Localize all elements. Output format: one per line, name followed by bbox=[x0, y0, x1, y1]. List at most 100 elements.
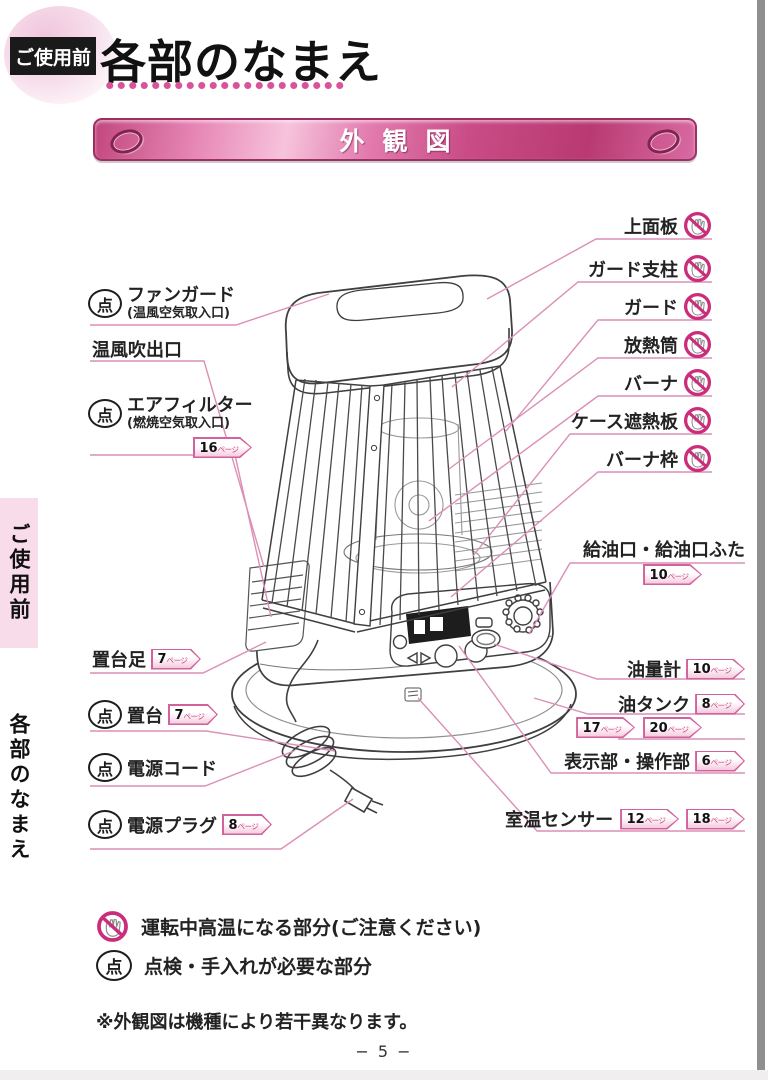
sidebar-section-label: 各部のなまえ bbox=[7, 713, 31, 863]
banner-title: 外観図 bbox=[339, 126, 469, 156]
page-bottom-strip bbox=[0, 1070, 768, 1080]
part-label: 電源プラグ bbox=[127, 815, 217, 837]
part-label: バーナ枠 bbox=[606, 449, 678, 471]
page-badge: 20ページ bbox=[643, 717, 702, 738]
page-number: 7 bbox=[174, 707, 184, 723]
part-label: 置台足 bbox=[92, 650, 146, 671]
label-warm-air-outlet: 温風吹出口 bbox=[92, 336, 182, 362]
part-label: 油量計 bbox=[627, 660, 682, 681]
point-symbol: 点 bbox=[96, 816, 113, 836]
label-guard-post: ガード支柱 bbox=[588, 254, 712, 283]
label-oil-gauge: 油量計 10ページ bbox=[627, 656, 745, 682]
page-badge: 7ページ bbox=[168, 704, 218, 725]
do-not-touch-icon bbox=[97, 911, 128, 942]
part-label: 給油口・給油口ふた bbox=[583, 540, 745, 561]
label-radiant-cylinder: 放熱筒 bbox=[624, 330, 712, 359]
label-power-cord: 点 電源コード bbox=[88, 753, 217, 782]
inspection-point-icon: 点 bbox=[88, 289, 122, 319]
label-case-heat-shield: ケース遮熱板 bbox=[571, 406, 712, 435]
page-number: 12 bbox=[626, 812, 645, 827]
footnote: ※外観図は機種により若干異なります。 bbox=[96, 1012, 418, 1033]
page-unit: ページ bbox=[183, 711, 205, 721]
page-badge: 6ページ bbox=[695, 750, 745, 772]
part-label: ガード支柱 bbox=[588, 259, 678, 281]
page-badge: 10ページ bbox=[686, 658, 745, 680]
part-label: エアフィルター bbox=[127, 395, 253, 416]
page-number: 10 bbox=[692, 662, 711, 677]
page-unit: ページ bbox=[667, 571, 689, 581]
label-air-filter: 点 エアフィルター(燃焼空気取入口) bbox=[88, 395, 253, 432]
page-number: − 5 − bbox=[355, 1042, 413, 1061]
label-burner: バーナ bbox=[624, 368, 712, 397]
label-guard: ガード bbox=[624, 292, 712, 321]
legend-hot-parts: 運転中高温になる部分(ご注意ください) bbox=[96, 910, 481, 943]
part-label: ガード bbox=[624, 297, 678, 319]
page-badge: 18ページ bbox=[686, 808, 745, 830]
page-badge: 7ページ bbox=[151, 648, 201, 670]
page-number: 7 bbox=[157, 652, 167, 667]
label-display-panel: 表示部・操作部 6ページ bbox=[564, 748, 745, 774]
point-symbol: 点 bbox=[96, 706, 113, 726]
rivet-icon bbox=[644, 125, 683, 158]
page-unit: ページ bbox=[217, 444, 239, 454]
do-not-touch-icon bbox=[683, 211, 712, 240]
page-number: 16 bbox=[199, 440, 218, 456]
label-power-plug: 点 電源プラグ 8ページ bbox=[88, 810, 272, 839]
inspection-point-icon: 点 bbox=[88, 700, 122, 729]
section-banner: 外観図 bbox=[93, 118, 697, 161]
label-stand: 点 置台 7ページ bbox=[88, 700, 218, 729]
inspection-point-icon: 点 bbox=[96, 950, 132, 981]
page-number: 6 bbox=[701, 754, 711, 769]
part-label: 温風吹出口 bbox=[92, 340, 182, 361]
do-not-touch-icon bbox=[683, 330, 712, 359]
part-label: 油タンク bbox=[618, 695, 691, 716]
page-number: 8 bbox=[228, 817, 238, 833]
page-number: 10 bbox=[649, 567, 668, 583]
point-symbol: 点 bbox=[105, 958, 123, 978]
page-unit: ページ bbox=[166, 656, 188, 665]
sidebar-tab-label: ご使用前 bbox=[7, 523, 31, 623]
point-symbol: 点 bbox=[96, 295, 113, 315]
part-label: バーナ bbox=[624, 373, 678, 395]
page-badge: 10ページ bbox=[643, 564, 702, 585]
label-oil-tank: 油タンク 8ページ bbox=[618, 691, 745, 717]
do-not-touch-icon bbox=[683, 368, 712, 397]
label-top-plate: 上面板 bbox=[624, 211, 712, 240]
point-symbol: 点 bbox=[96, 759, 113, 779]
page-unit: ページ bbox=[710, 758, 732, 767]
page-edge-bar bbox=[757, 0, 765, 1080]
legend-text: 点検・手入れが必要な部分 bbox=[144, 956, 373, 978]
part-label: ケース遮熱板 bbox=[570, 411, 678, 433]
oil-tank-page-row: 17ページ 20ページ bbox=[576, 717, 702, 738]
do-not-touch-icon bbox=[683, 444, 712, 473]
page-unit: ページ bbox=[600, 724, 622, 734]
page-badge: 8ページ bbox=[695, 693, 745, 715]
label-burner-frame: バーナ枠 bbox=[606, 444, 712, 473]
part-label: 表示部・操作部 bbox=[564, 752, 691, 773]
part-sublabel: (燃焼空気取入口) bbox=[127, 415, 230, 431]
page-unit: ページ bbox=[667, 724, 689, 734]
label-room-sensor: 室温センサー 12ページ 18ページ bbox=[505, 806, 745, 832]
page-unit: ページ bbox=[644, 816, 666, 825]
label-stand-foot: 置台足 7ページ bbox=[92, 646, 201, 672]
page-number: 8 bbox=[701, 697, 711, 712]
page-badge: 8ページ bbox=[222, 814, 272, 835]
legend-inspection-parts: 点 点検・手入れが必要な部分 bbox=[96, 950, 372, 981]
page-unit: ページ bbox=[710, 816, 732, 825]
page-badge: 16ページ bbox=[193, 437, 252, 458]
rivet-icon bbox=[107, 125, 146, 158]
page-badge: 17ページ bbox=[576, 717, 636, 738]
page-unit: ページ bbox=[237, 821, 259, 831]
part-label: 室温センサー bbox=[505, 810, 614, 831]
page-title: 各部のなまえ bbox=[100, 35, 382, 89]
part-label: 置台 bbox=[127, 705, 163, 727]
part-label: 上面板 bbox=[624, 216, 678, 238]
section-tab: ご使用前 bbox=[10, 37, 96, 75]
do-not-touch-icon bbox=[683, 254, 712, 283]
part-sublabel: (温風空気取入口) bbox=[127, 305, 230, 321]
label-fan-guard: 点 ファンガード(温風空気取入口) bbox=[88, 285, 235, 322]
air-filter-page-row: 16ページ bbox=[193, 437, 252, 458]
point-symbol: 点 bbox=[96, 405, 113, 425]
part-label: ファンガード bbox=[127, 285, 235, 306]
